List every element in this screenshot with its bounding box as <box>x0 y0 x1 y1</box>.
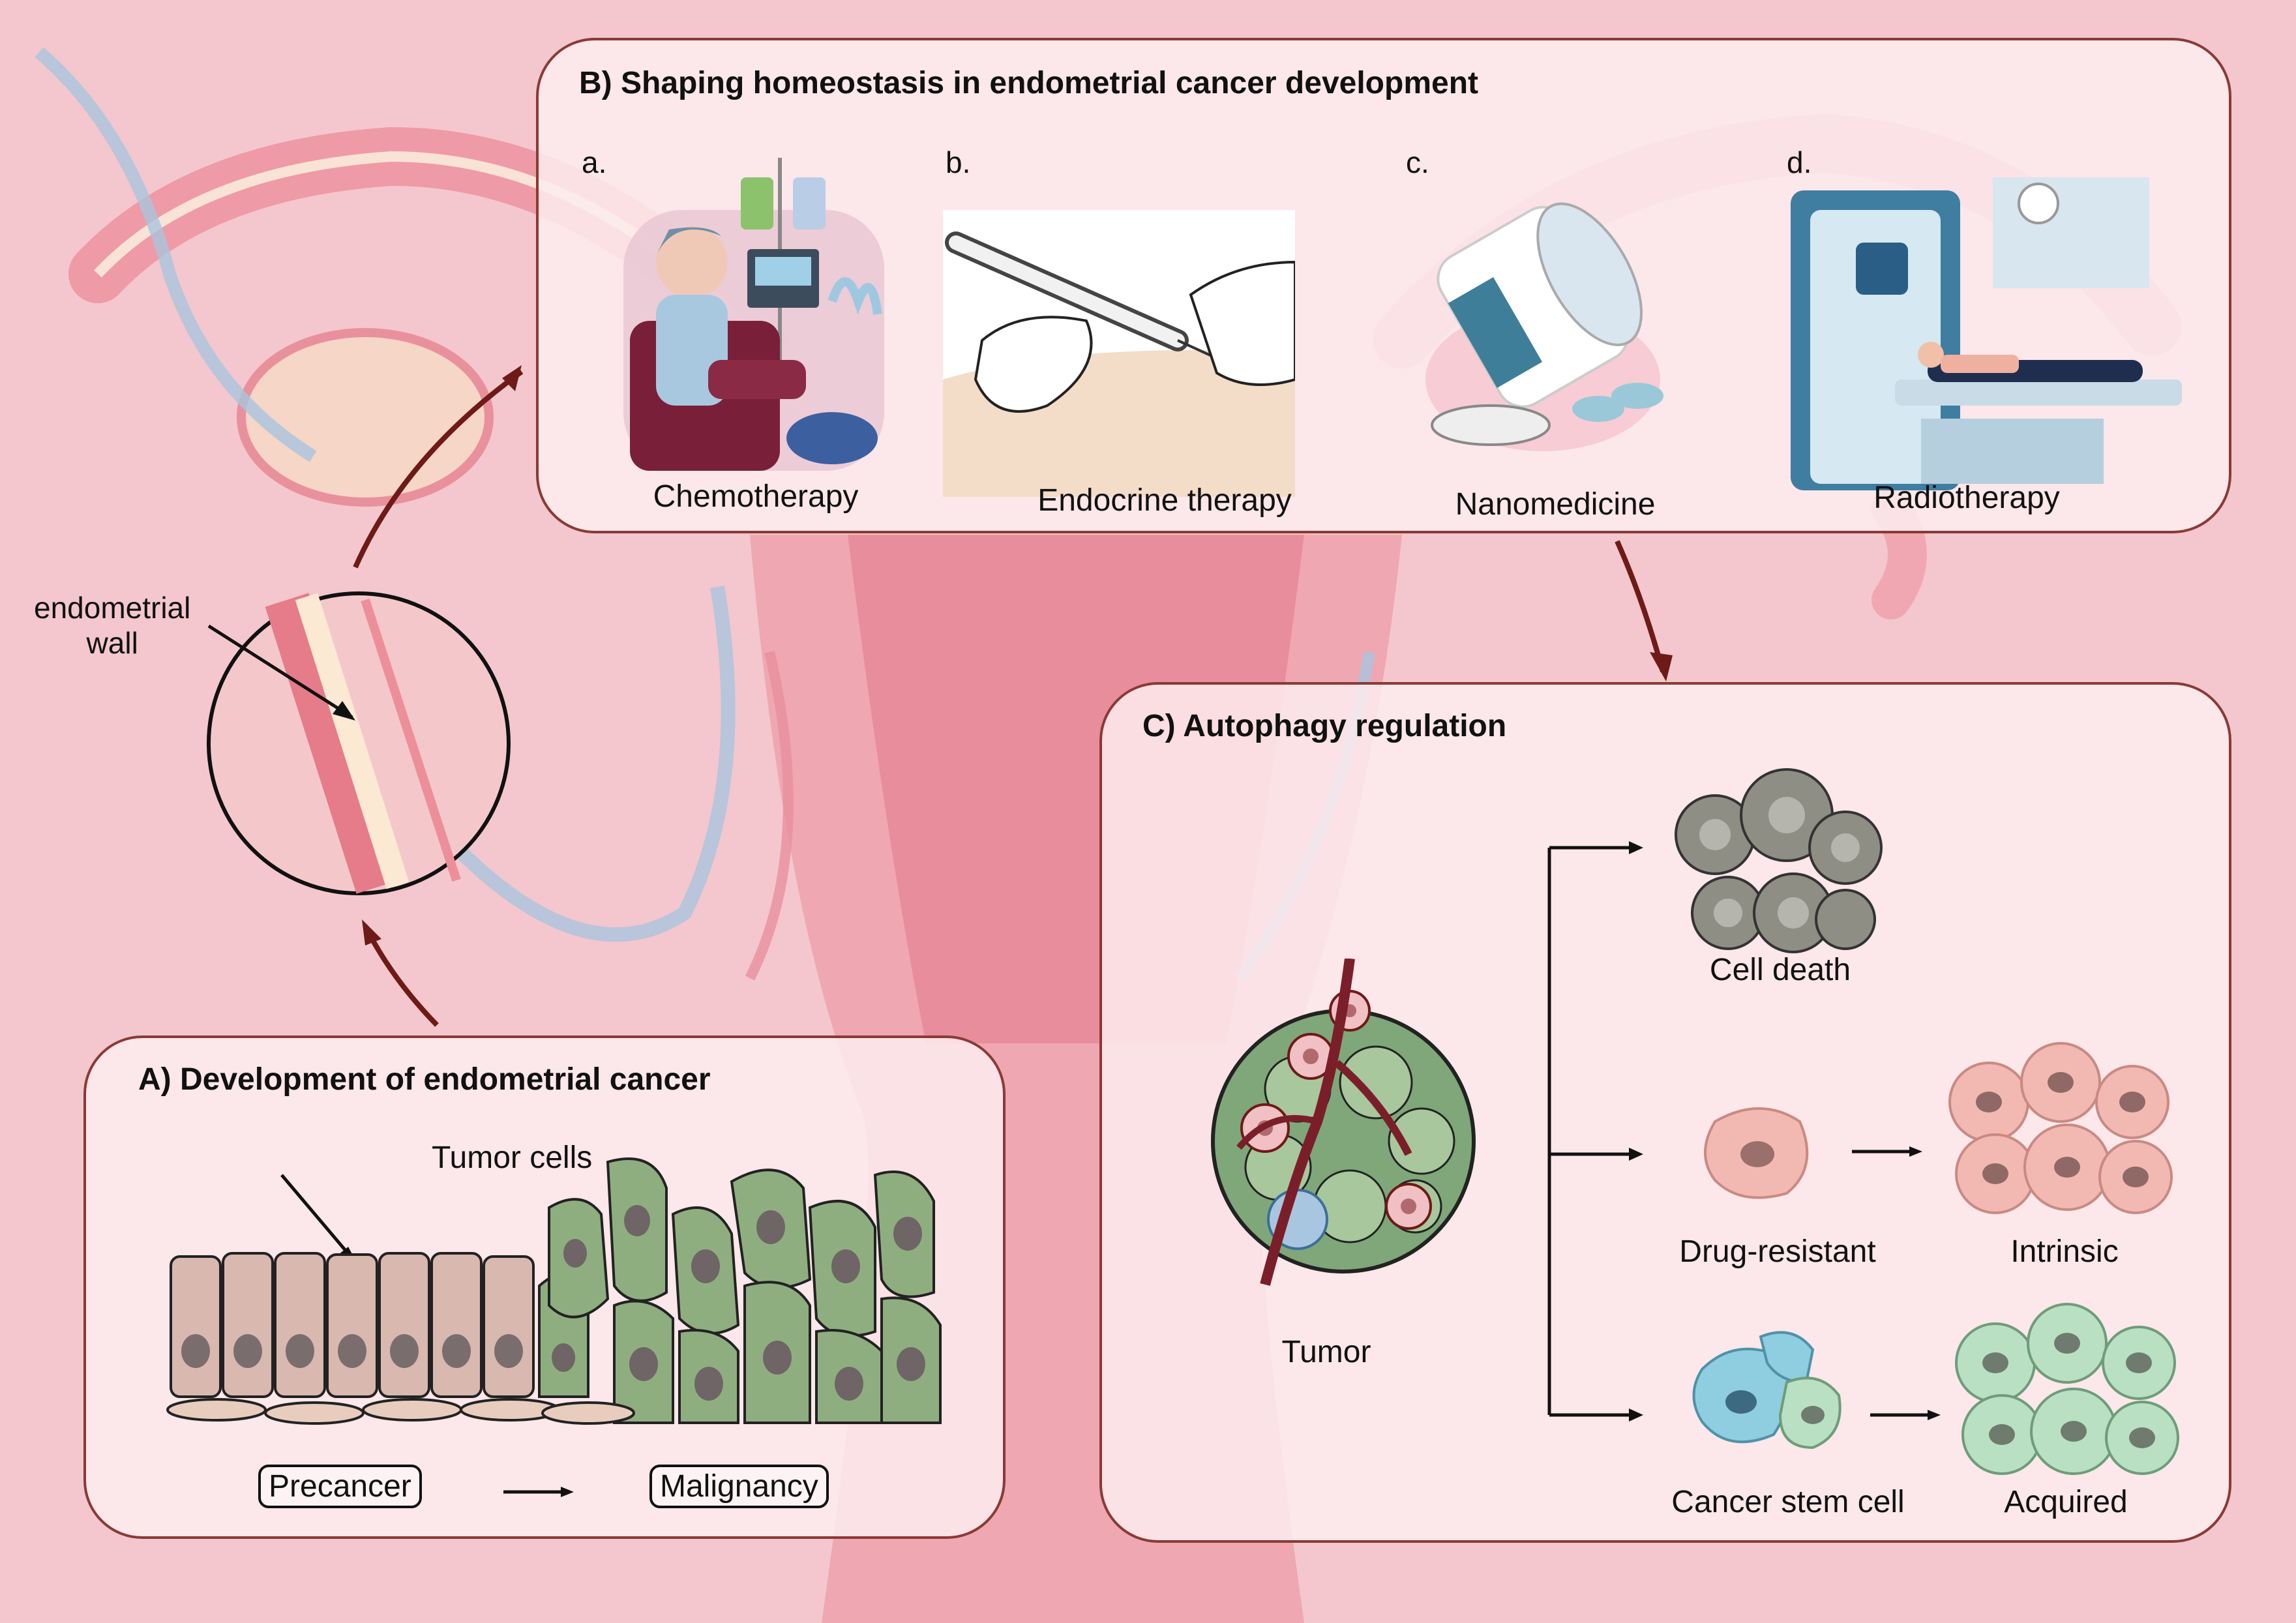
nanomedicine-label: Nanomedicine <box>1455 487 1656 522</box>
acquired-cells-illustration <box>1955 1303 2179 1475</box>
chemotherapy-label: Chemotherapy <box>653 479 859 514</box>
intrinsic-label: Intrinsic <box>2010 1234 2119 1269</box>
endocrine-therapy-label: Endocrine therapy <box>1037 483 1292 518</box>
panel-c-title: C) Autophagy regulation <box>1142 709 1507 743</box>
drug-resistant-label: Drug-resistant <box>1679 1234 1876 1269</box>
panel-b-treatments: B) Shaping homeostasis in endometrial ca… <box>536 38 2231 533</box>
syringe-injection-icon <box>943 210 1295 497</box>
radiotherapy-machine-icon <box>1791 177 2182 490</box>
tumor-illustration <box>1211 959 1476 1287</box>
item-a-letter: a. <box>582 145 607 179</box>
endometrial-wall-label: endometrial wall <box>34 591 191 660</box>
radiotherapy-label: Radiotherapy <box>1873 481 2060 515</box>
cell-death-label: Cell death <box>1709 953 1851 987</box>
precancer-label: Precancer <box>258 1465 422 1508</box>
stem-cell-to-acquired-arrow <box>1870 1410 1941 1420</box>
panel-b-title: B) Shaping homeostasis in endometrial ca… <box>579 66 1478 100</box>
acquired-label: Acquired <box>2004 1485 2128 1519</box>
cancer-stem-cell-illustration <box>1692 1331 1841 1450</box>
drug-resistant-cell-illustration <box>1704 1107 1809 1199</box>
item-c-letter: c. <box>1406 145 1429 179</box>
tumor-cells-label: Tumor cells <box>432 1140 593 1175</box>
intrinsic-cells-illustration <box>1948 1042 2173 1214</box>
cell-layer-illustration <box>166 1157 942 1425</box>
malignancy-label: Malignancy <box>649 1465 829 1508</box>
panel-a-title: A) Development of endometrial cancer <box>138 1062 711 1097</box>
item-d-letter: d. <box>1787 145 1812 179</box>
item-b-letter: b. <box>946 145 971 179</box>
panel-a-development: A) Development of endometrial cancer Tum… <box>83 1035 1006 1539</box>
panel-c-autophagy: C) Autophagy regulation Tumor <box>1099 682 2231 1543</box>
chemotherapy-infusion-icon <box>623 158 884 471</box>
drug-resistant-to-intrinsic-arrow <box>1852 1146 1922 1157</box>
cancer-stem-cell-label: Cancer stem cell <box>1671 1485 1905 1519</box>
precancer-to-malignancy-arrow <box>503 1487 574 1497</box>
dead-cells-illustration <box>1675 768 1883 953</box>
tumor-label: Tumor <box>1281 1335 1371 1369</box>
branch-arrows <box>1547 841 1643 1422</box>
pill-bottle-icon <box>1425 202 1663 451</box>
